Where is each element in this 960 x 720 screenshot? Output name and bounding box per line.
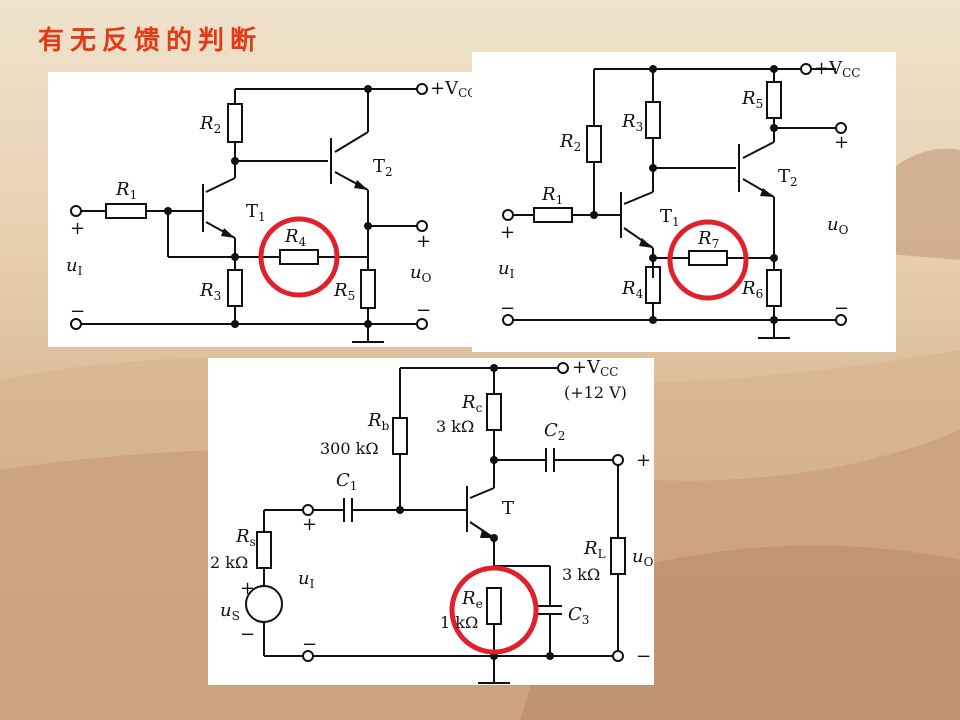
r4-label: R4 bbox=[621, 278, 644, 301]
uo-label: uO bbox=[827, 214, 849, 237]
t2-label: T2 bbox=[373, 156, 393, 179]
rc-label: Rc bbox=[461, 392, 483, 415]
us-label: uS bbox=[220, 600, 240, 623]
ui-label: uI bbox=[66, 255, 83, 278]
input-minus-label: − bbox=[302, 634, 317, 655]
vcc-label: +VCC bbox=[572, 358, 618, 379]
r3-label: R3 bbox=[621, 111, 643, 134]
vcc-label: +VCC bbox=[814, 58, 860, 80]
c3-label: C3 bbox=[568, 604, 589, 627]
output-plus-label: + bbox=[636, 450, 651, 471]
vcc-label: +VCC bbox=[430, 78, 472, 100]
output-plus-label: + bbox=[834, 132, 849, 153]
r1-label: R1 bbox=[115, 179, 137, 202]
t1-label: T1 bbox=[660, 206, 680, 229]
c1-label: C1 bbox=[336, 470, 357, 493]
transistor-t-label: T bbox=[502, 498, 514, 519]
uo-label: uO bbox=[410, 262, 432, 285]
circuit-3-panel: +VCC (+12 V) Rc 3 kΩ C2 Rb 300 kΩ + C1 T… bbox=[208, 358, 654, 685]
rl-label: RL bbox=[583, 538, 606, 561]
r2-label: R2 bbox=[199, 113, 221, 136]
input-plus-label: + bbox=[500, 222, 515, 243]
circuit-3-diagram: +VCC (+12 V) Rc 3 kΩ C2 Rb 300 kΩ + C1 T… bbox=[210, 358, 654, 684]
circuit-2-panel: +VCC R5 R3 + R2 T2 R1 T1 uO + R7 uI R4 R… bbox=[472, 52, 896, 352]
re-value: 1 kΩ bbox=[440, 613, 478, 632]
rb-label: Rb bbox=[367, 410, 390, 433]
r2-label: R2 bbox=[559, 131, 581, 154]
circuit-1-diagram: +VCC R2 T2 R1 T1 R4 + uI − + uO − R3 R5 bbox=[66, 78, 472, 343]
output-minus-label: − bbox=[416, 300, 431, 321]
output-minus-label: − bbox=[636, 646, 651, 667]
r5-label: R5 bbox=[741, 88, 763, 111]
input-plus-label: + bbox=[70, 218, 85, 239]
circuit-1-panel: +VCC R2 T2 R1 T1 R4 + uI − + uO − R3 R5 bbox=[48, 72, 472, 347]
output-minus-label: − bbox=[834, 298, 849, 319]
r7-label: R7 bbox=[697, 228, 719, 251]
c2-label: C2 bbox=[544, 420, 565, 443]
ui-label: uI bbox=[298, 568, 315, 591]
input-minus-label: − bbox=[70, 301, 85, 322]
slide-title: 有无反馈的判断 bbox=[38, 26, 263, 56]
r4-label: R4 bbox=[284, 226, 307, 249]
re-label: Re bbox=[461, 588, 483, 611]
rb-value: 300 kΩ bbox=[320, 439, 379, 458]
r3-label: R3 bbox=[199, 280, 221, 303]
rs-label: Rs bbox=[235, 526, 256, 549]
rl-value: 3 kΩ bbox=[562, 565, 600, 584]
feedback-highlight-circle bbox=[258, 216, 340, 298]
input-plus-label: + bbox=[302, 514, 317, 535]
output-plus-label: + bbox=[416, 231, 431, 252]
r6-label: R6 bbox=[741, 278, 763, 301]
source-minus-label: − bbox=[240, 624, 255, 645]
rs-value: 2 kΩ bbox=[210, 553, 248, 572]
input-minus-label: − bbox=[500, 298, 515, 319]
uo-label: uO bbox=[632, 546, 654, 569]
ui-label: uI bbox=[498, 258, 515, 281]
t1-label: T1 bbox=[246, 201, 266, 224]
vcc-value: (+12 V) bbox=[564, 383, 627, 402]
rc-value: 3 kΩ bbox=[436, 417, 474, 436]
feedback-highlight-circle bbox=[667, 219, 749, 301]
r5-label: R5 bbox=[333, 280, 355, 303]
r1-label: R1 bbox=[541, 184, 563, 207]
feedback-highlight-circle bbox=[449, 565, 539, 655]
circuit-2-diagram: +VCC R5 R3 + R2 T2 R1 T1 uO + R7 uI R4 R… bbox=[498, 58, 860, 339]
source-plus-label: + bbox=[240, 578, 255, 599]
t2-label: T2 bbox=[778, 166, 798, 189]
